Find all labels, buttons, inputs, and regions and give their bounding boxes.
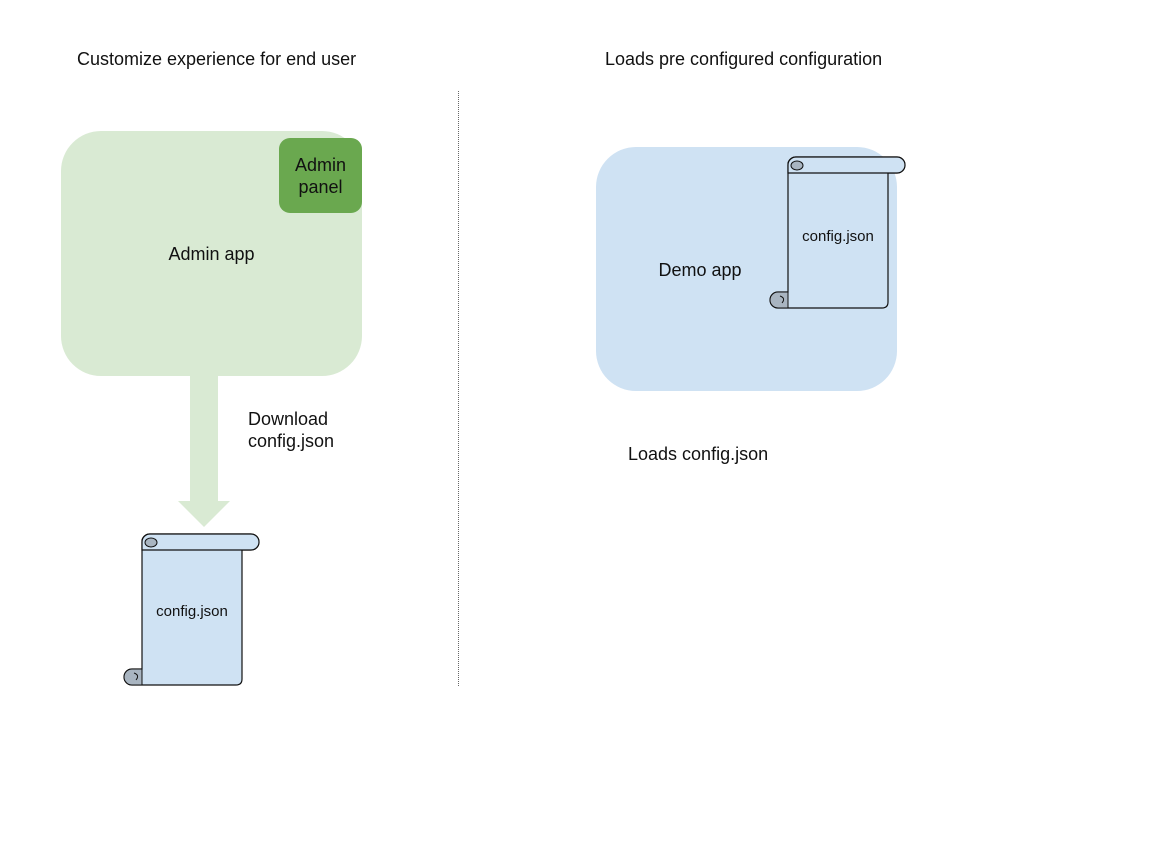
loads-config-caption: Loads config.json bbox=[628, 444, 769, 464]
scroll-left-graphic bbox=[123, 533, 260, 686]
config-scroll-right-label: config.json bbox=[802, 228, 874, 245]
right-section-heading: Loads pre configured configuration bbox=[605, 49, 883, 69]
config-scroll-right: config.json bbox=[768, 154, 908, 310]
admin-app-label: Admin app bbox=[168, 244, 255, 264]
download-arrow-shaft bbox=[190, 376, 218, 502]
scroll-right-graphic bbox=[769, 156, 906, 309]
config-scroll-left: config.json bbox=[122, 531, 262, 687]
config-scroll-left-label: config.json bbox=[156, 603, 228, 620]
admin-panel-box: Admin panel bbox=[279, 138, 362, 213]
download-arrow-head bbox=[178, 501, 230, 527]
section-divider bbox=[458, 91, 459, 686]
admin-panel-label: Admin panel bbox=[294, 154, 347, 197]
download-arrow-label: Download config.json bbox=[248, 409, 335, 451]
left-section-heading: Customize experience for end user bbox=[77, 49, 357, 69]
demo-app-label: Demo app bbox=[658, 260, 742, 280]
